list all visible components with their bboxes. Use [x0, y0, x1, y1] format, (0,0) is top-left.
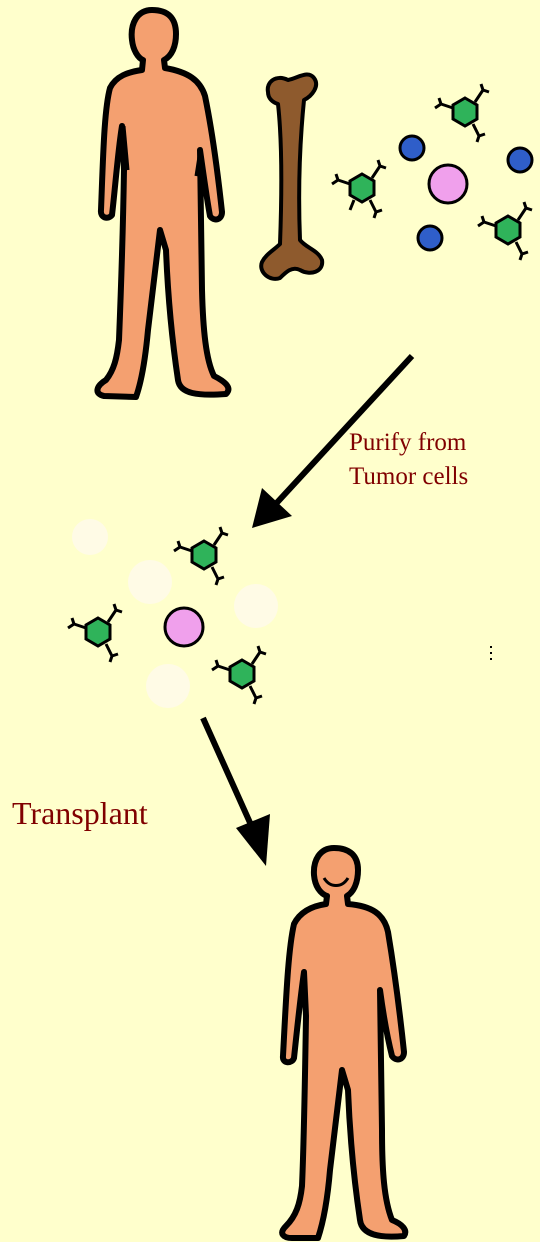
bone-icon [261, 75, 322, 279]
tumor-cell-icon [429, 165, 467, 203]
stem-cell-icon [435, 84, 489, 142]
removed-cell-ghost [72, 519, 108, 555]
blast-cell-icon [508, 148, 532, 172]
donor-person-icon [97, 10, 228, 397]
removed-cell-ghost [146, 664, 190, 708]
purified-cells-middle [68, 519, 278, 708]
blast-cell-icon [418, 226, 442, 250]
recipient-person-icon [282, 848, 405, 1238]
stem-cell-icon [212, 646, 266, 704]
transplant-label: Transplant [12, 793, 148, 833]
transplant-arrow-icon [203, 718, 270, 866]
blast-cell-icon [400, 136, 424, 160]
stem-cell-icon [478, 202, 532, 260]
purify-label: Purify from Tumor cells [349, 426, 468, 494]
purify-label-line2: Tumor cells [349, 460, 468, 494]
removed-cell-ghost [234, 584, 278, 628]
removed-cell-ghost [128, 560, 172, 604]
stem-cell-icon [332, 160, 386, 218]
stray-mark [490, 646, 493, 660]
stem-cell-icon [174, 527, 228, 585]
purify-label-line1: Purify from [349, 426, 468, 460]
tumor-cell-icon [165, 608, 203, 646]
stem-cell-icon [68, 604, 122, 662]
bone-marrow-cells-top [332, 84, 532, 260]
